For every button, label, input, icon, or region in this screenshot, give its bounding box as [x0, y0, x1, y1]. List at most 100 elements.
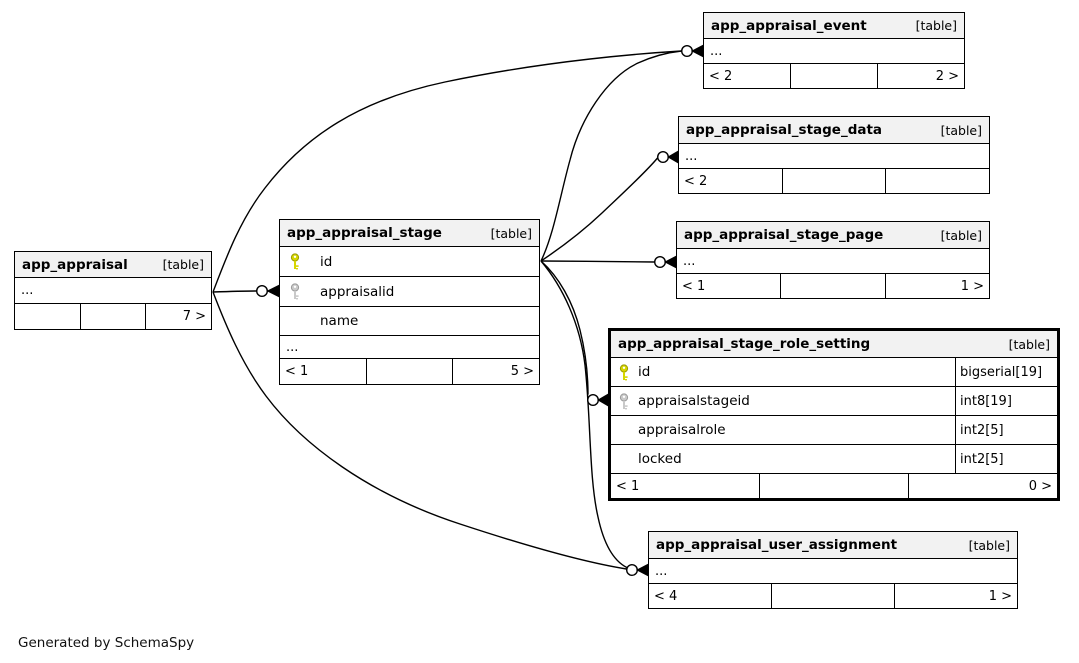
column-type: int2[5]: [955, 445, 1057, 473]
footer-spacer: [759, 474, 909, 498]
footer-spacer: [365, 359, 454, 384]
footer-spacer: [780, 274, 886, 298]
columns-ellipsis-row: ...: [677, 249, 989, 274]
foreign-key-icon: [619, 392, 632, 410]
footer-parent-count: < 4: [654, 588, 678, 604]
table-header[interactable]: app_appraisal_user_assignment [table]: [649, 532, 1017, 559]
footer-spacer: [79, 304, 147, 329]
table-app_appraisal_user_assignment[interactable]: app_appraisal_user_assignment [table] ..…: [648, 531, 1018, 609]
footer-spacer: [771, 584, 895, 608]
column-name: id: [638, 364, 651, 380]
table-header[interactable]: app_appraisal_stage_role_setting [table]: [611, 331, 1057, 358]
column-row-id: id bigserial[19]: [611, 358, 1057, 387]
table-footer: < 2: [679, 169, 989, 193]
columns-ellipsis-row: ...: [704, 39, 964, 64]
column-row-appraisalrole: appraisalrole int2[5]: [611, 416, 1057, 445]
footer-child-count: 5 >: [510, 364, 535, 379]
table-tag: [table]: [1008, 336, 1050, 352]
footer-child-count: [886, 169, 989, 193]
footer-child-count: 0 >: [1028, 478, 1052, 494]
column-name: appraisalrole: [638, 422, 726, 438]
footer-spacer: [790, 64, 878, 88]
columns-ellipsis-row: ...: [280, 336, 539, 359]
ellipsis-text: ...: [21, 283, 34, 298]
column-name: id: [320, 253, 333, 270]
columns-ellipsis-row: ...: [649, 559, 1017, 584]
table-tag: [table]: [915, 18, 957, 33]
table-footer: 7 >: [15, 304, 211, 329]
footer-parent-count: < 1: [682, 278, 706, 294]
table-header[interactable]: app_appraisal [table]: [15, 252, 211, 278]
table-title: app_appraisal: [22, 256, 128, 273]
table-footer: < 4 1 >: [649, 584, 1017, 608]
table-tag: [table]: [490, 225, 532, 241]
table-app_appraisal_stage[interactable]: app_appraisal_stage [table] id apprais: [279, 219, 540, 385]
connector-stage-data: [657, 150, 679, 164]
table-title: app_appraisal_event: [711, 17, 867, 34]
footer-child-count: 1 >: [988, 588, 1012, 604]
column-row-appraisalid: appraisalid: [280, 277, 539, 307]
footer-spacer: [781, 169, 887, 193]
table-app_appraisal_stage_role_setting[interactable]: app_appraisal_stage_role_setting [table]…: [608, 328, 1060, 501]
column-name: name: [320, 313, 359, 329]
connector-stage-page: [654, 255, 677, 269]
table-app_appraisal_stage_data[interactable]: app_appraisal_stage_data [table] ... < 2: [678, 116, 990, 194]
foreign-key-icon: [290, 283, 303, 300]
ellipsis-text: ...: [710, 43, 723, 59]
table-tag: [table]: [162, 257, 204, 272]
table-footer: < 1 0 >: [611, 474, 1057, 498]
primary-key-icon: [619, 363, 632, 381]
table-tag: [table]: [968, 537, 1010, 553]
table-title: app_appraisal_stage_page: [684, 227, 884, 243]
edge-stage-to-event: [540, 50, 682, 262]
table-tag: [table]: [940, 227, 982, 243]
table-tag: [table]: [940, 122, 982, 138]
footer-child-count: 7 >: [182, 309, 207, 324]
column-type: int8[19]: [955, 387, 1057, 415]
footer-parent-count: [15, 304, 80, 329]
edge-stage-to-role-setting: [540, 260, 589, 395]
footer-parent-count: < 1: [285, 364, 309, 379]
column-type: int2[5]: [955, 416, 1057, 444]
column-name: appraisalstageid: [638, 393, 750, 409]
connector-role-setting: [587, 393, 609, 407]
column-name: locked: [638, 451, 682, 467]
ellipsis-text: ...: [685, 148, 698, 164]
ellipsis-text: ...: [683, 253, 696, 269]
column-name: appraisalid: [320, 283, 395, 300]
ellipsis-text: ...: [286, 339, 299, 355]
table-footer: < 2 2 >: [704, 64, 964, 88]
table-app_appraisal[interactable]: app_appraisal [table] ... 7 >: [14, 251, 212, 330]
footer-parent-count: < 2: [684, 173, 708, 189]
edge-stage-to-stage-page: [540, 260, 655, 263]
ellipsis-text: ...: [655, 563, 668, 579]
table-header[interactable]: app_appraisal_stage [table]: [280, 220, 539, 247]
table-header[interactable]: app_appraisal_stage_page [table]: [677, 222, 989, 249]
footer-child-count: 2 >: [935, 68, 959, 84]
table-header[interactable]: app_appraisal_stage_data [table]: [679, 117, 989, 144]
table-app_appraisal_stage_page[interactable]: app_appraisal_stage_page [table] ... < 1…: [676, 221, 990, 299]
column-row-name: name: [280, 307, 539, 336]
table-footer: < 1 5 >: [280, 359, 539, 384]
footer-parent-count: < 2: [709, 68, 733, 84]
edge-stage-to-stage-data: [540, 157, 659, 262]
column-row-appraisalstageid: appraisalstageid int8[19]: [611, 387, 1057, 416]
table-footer: < 1 1 >: [677, 274, 989, 298]
column-row-locked: locked int2[5]: [611, 445, 1057, 474]
table-title: app_appraisal_user_assignment: [656, 537, 898, 553]
footer-child-count: 1 >: [960, 278, 984, 294]
generator-credit: Generated by SchemaSpy: [18, 635, 195, 651]
primary-key-icon: [290, 253, 303, 270]
columns-ellipsis-row: ...: [15, 278, 211, 304]
connector-event: [681, 44, 704, 58]
connector-stage-appraisalid: [256, 284, 280, 298]
table-title: app_appraisal_stage_role_setting: [618, 336, 871, 352]
column-row-id: id: [280, 247, 539, 277]
columns-ellipsis-row: ...: [679, 144, 989, 169]
column-type: bigserial[19]: [955, 358, 1057, 386]
table-title: app_appraisal_stage: [287, 225, 442, 241]
edge-appraisal-to-stage: [212, 290, 257, 293]
table-header[interactable]: app_appraisal_event [table]: [704, 13, 964, 39]
table-app_appraisal_event[interactable]: app_appraisal_event [table] ... < 2 2 >: [703, 12, 965, 89]
